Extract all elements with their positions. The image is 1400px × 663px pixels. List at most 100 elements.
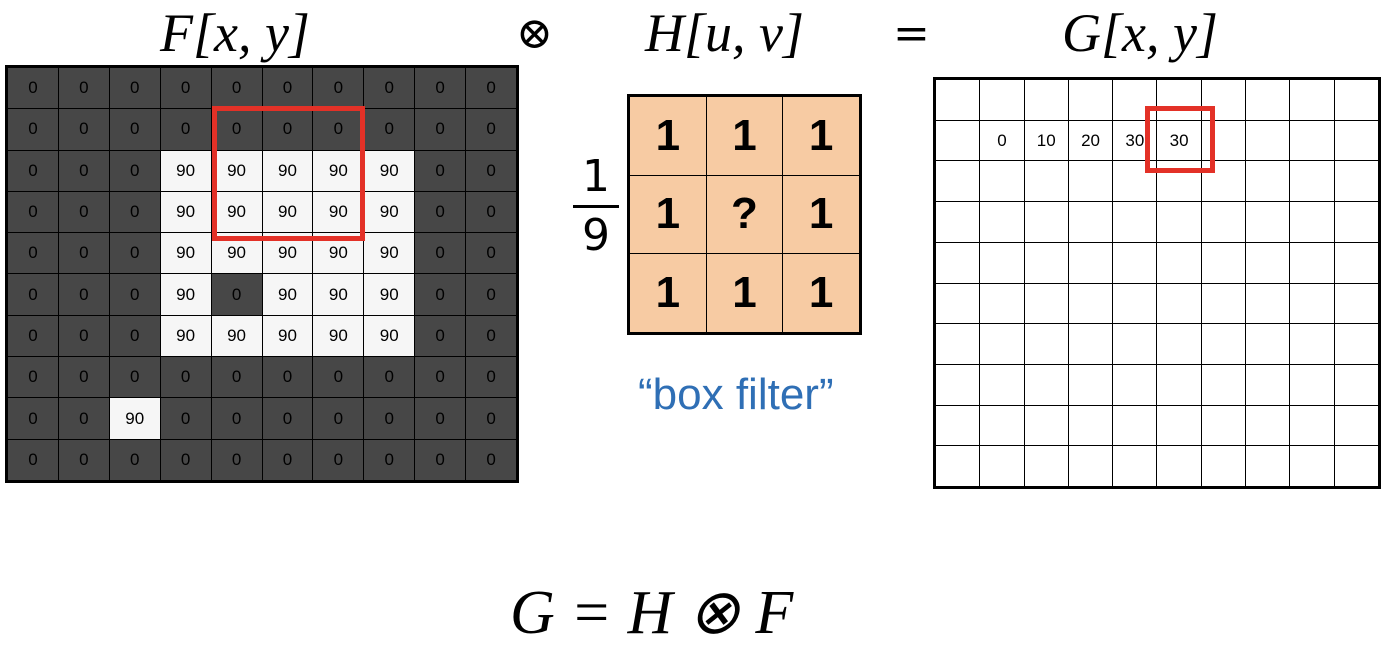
output-pixel-cell [1068,364,1113,405]
output-pixel-cell [1068,446,1113,486]
output-pixel-cell [1201,120,1246,161]
input-pixel-cell: 0 [313,439,364,480]
input-pixel-cell: 0 [415,357,466,398]
input-pixel-cell: 0 [364,109,415,150]
input-pixel-cell: 0 [109,357,160,398]
output-pixel-cell [1334,324,1378,364]
fraction-bar [573,205,619,208]
output-pixel-cell [1024,324,1068,364]
input-pixel-cell: 0 [8,109,58,150]
output-pixel-cell [1334,283,1378,324]
input-pixel-cell: 90 [160,233,211,274]
kernel-cell: 1 [783,254,859,332]
output-pixel-cell [1334,202,1378,242]
output-pixel-cell [1334,161,1378,202]
output-pixel-cell [936,324,980,364]
output-pixel-cell [1157,202,1201,242]
input-pixel-cell: 0 [466,233,516,274]
output-pixel-cell [1157,80,1201,120]
input-pixel-cell: 90 [160,315,211,357]
output-pixel-cell [936,202,980,242]
output-pixel-cell [1246,324,1290,364]
input-pixel-cell: 0 [211,109,262,150]
output-pixel-cell [1113,283,1157,324]
output-pixel-cell [1246,120,1290,161]
output-pixel-cell [1201,80,1246,120]
convolution-equation: G = H ⊗ F [510,579,794,647]
output-pixel-cell [1068,202,1113,242]
kernel-title: H[u, v] [645,3,804,63]
input-pixel-cell: 0 [262,357,313,398]
output-pixel-cell [1068,80,1113,120]
input-pixel-cell: 0 [8,68,58,109]
input-pixel-cell: 0 [364,398,415,439]
input-pixel-cell: 0 [160,109,211,150]
output-pixel-cell [1246,161,1290,202]
output-pixel-cell [936,80,980,120]
fraction-denominator: 9 [582,210,610,261]
output-pixel-cell [1290,80,1334,120]
output-image-title: G[x, y] [1062,3,1218,63]
input-pixel-cell: 0 [211,357,262,398]
output-pixel-cell [1290,446,1334,486]
output-pixel-cell [1157,242,1201,283]
output-pixel-cell [1290,120,1334,161]
output-pixel-cell [1024,283,1068,324]
input-pixel-cell: 0 [466,191,516,233]
input-pixel-cell: 0 [262,109,313,150]
input-pixel-cell: 0 [160,357,211,398]
kernel-cell: ? [706,175,783,254]
output-pixel-cell: 10 [1024,120,1068,161]
output-pixel-cell [1113,405,1157,446]
output-pixel-cell [1246,80,1290,120]
input-pixel-cell: 0 [262,398,313,439]
output-pixel-cell [980,364,1024,405]
output-pixel-cell [980,80,1024,120]
input-pixel-cell: 0 [466,398,516,439]
output-pixel-cell [1201,364,1246,405]
output-pixel-cell [1201,161,1246,202]
input-pixel-cell: 90 [160,274,211,315]
output-pixel-cell [1334,364,1378,405]
output-pixel-cell [980,202,1024,242]
input-pixel-cell: 90 [160,191,211,233]
input-pixel-cell: 0 [109,315,160,357]
input-pixel-cell: 0 [262,68,313,109]
input-pixel-cell: 0 [466,439,516,480]
input-pixel-cell: 90 [262,150,313,191]
input-pixel-cell: 0 [58,398,109,439]
input-pixel-cell: 0 [364,357,415,398]
input-pixel-cell: 0 [466,357,516,398]
kernel-cell: 1 [783,175,859,254]
output-pixel-cell [1334,242,1378,283]
input-pixel-cell: 0 [8,357,58,398]
output-pixel-cell [1334,80,1378,120]
output-pixel-cell [1290,364,1334,405]
output-pixel-cell [1068,242,1113,283]
input-pixel-cell: 0 [415,109,466,150]
input-pixel-cell: 0 [466,274,516,315]
input-pixel-cell: 0 [58,150,109,191]
input-pixel-cell: 0 [160,398,211,439]
convolution-operator-icon: ⊗ [516,8,553,59]
input-pixel-cell: 0 [415,274,466,315]
input-pixel-cell: 90 [313,274,364,315]
output-pixel-cell [1290,283,1334,324]
input-pixel-cell: 0 [313,398,364,439]
input-image-title: F[x, y] [160,3,310,63]
output-pixel-cell [1290,161,1334,202]
output-pixel-cell [1201,405,1246,446]
input-pixel-cell: 0 [58,233,109,274]
input-pixel-cell: 0 [415,398,466,439]
input-pixel-cell: 0 [109,233,160,274]
output-pixel-cell [1157,324,1201,364]
output-pixel-cell [1157,446,1201,486]
input-pixel-cell: 0 [8,274,58,315]
equals-sign: = [893,8,930,59]
output-pixel-cell [1334,405,1378,446]
output-pixel-cell [1024,242,1068,283]
output-pixel-cell [1246,202,1290,242]
kernel-cell: 1 [706,254,783,332]
